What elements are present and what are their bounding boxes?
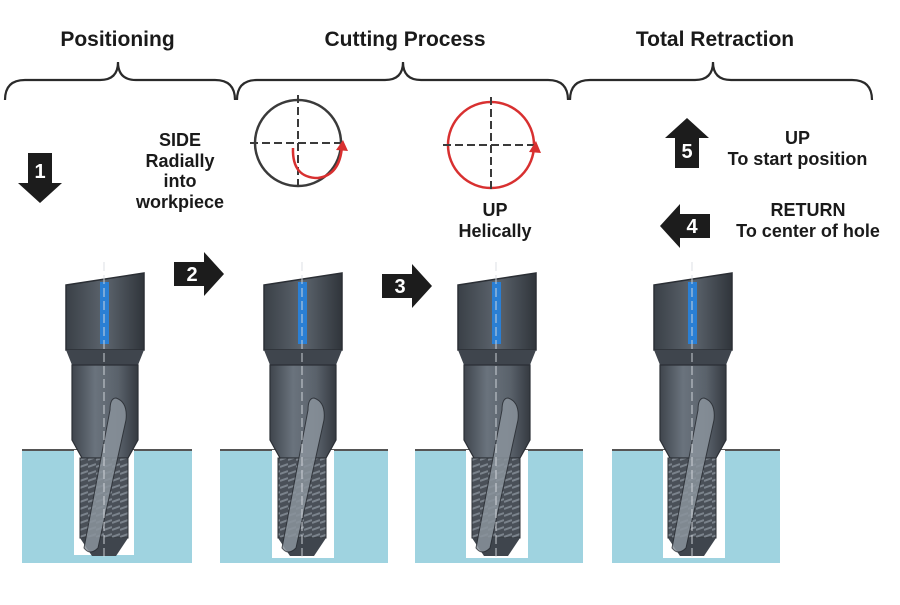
- step-3-arrow: 3: [382, 264, 432, 308]
- tools-layer: [65, 262, 733, 560]
- tool-cutting-helical: [457, 262, 537, 560]
- step-4-label-line: To center of hole: [736, 220, 880, 241]
- phase-title-positioning: Positioning: [60, 28, 175, 51]
- step-2-label-line: SIDE: [158, 130, 201, 150]
- phase-title-cutting: Cutting Process: [324, 28, 486, 51]
- tool-cutting-radial: [263, 262, 343, 560]
- brace-retraction: [568, 61, 874, 101]
- arrow-down-icon: [18, 153, 62, 203]
- arrow-left-icon: [660, 204, 710, 248]
- arrow-right-icon: [382, 264, 432, 308]
- step-5-label: UP To start position: [715, 128, 880, 169]
- step-5-arrow: 5: [665, 118, 709, 168]
- step-number: 4: [686, 216, 698, 238]
- brace-cutting: [235, 61, 570, 101]
- step-number: 2: [186, 264, 197, 286]
- arrows-layer: 1 2 3 4 5: [18, 118, 710, 308]
- tool-positioning: [65, 262, 145, 560]
- step-3-label: UP Helically: [440, 200, 550, 241]
- step-number: 3: [394, 276, 405, 298]
- circle-path-radial: [250, 95, 348, 191]
- step-1-arrow: 1: [18, 153, 62, 203]
- step-number: 1: [34, 161, 45, 183]
- step-2-arrow: 2: [174, 252, 224, 296]
- step-4-label-line: RETURN: [770, 200, 846, 220]
- step-2-label-line: Radially: [145, 150, 215, 171]
- circle-path-helical: [443, 97, 541, 193]
- step-number: 5: [681, 141, 692, 163]
- step-2-label: SIDE Radially into workpiece: [120, 130, 240, 213]
- step-5-label-line: UP: [784, 128, 810, 148]
- step-4-label: RETURN To center of hole: [722, 200, 894, 241]
- step-2-label-line: into: [163, 171, 197, 192]
- brace-positioning: [3, 61, 237, 101]
- step-2-label-line: workpiece: [135, 192, 225, 213]
- phase-title-retraction: Total Retraction: [635, 28, 795, 51]
- arrow-right-icon: [174, 252, 224, 296]
- arrow-up-icon: [665, 118, 709, 168]
- step-4-arrow: 4: [660, 204, 710, 248]
- step-5-label-line: To start position: [727, 148, 868, 169]
- tool-retraction: [653, 262, 733, 560]
- step-3-label-line: UP: [482, 200, 508, 220]
- step-3-label-line: Helically: [458, 220, 532, 241]
